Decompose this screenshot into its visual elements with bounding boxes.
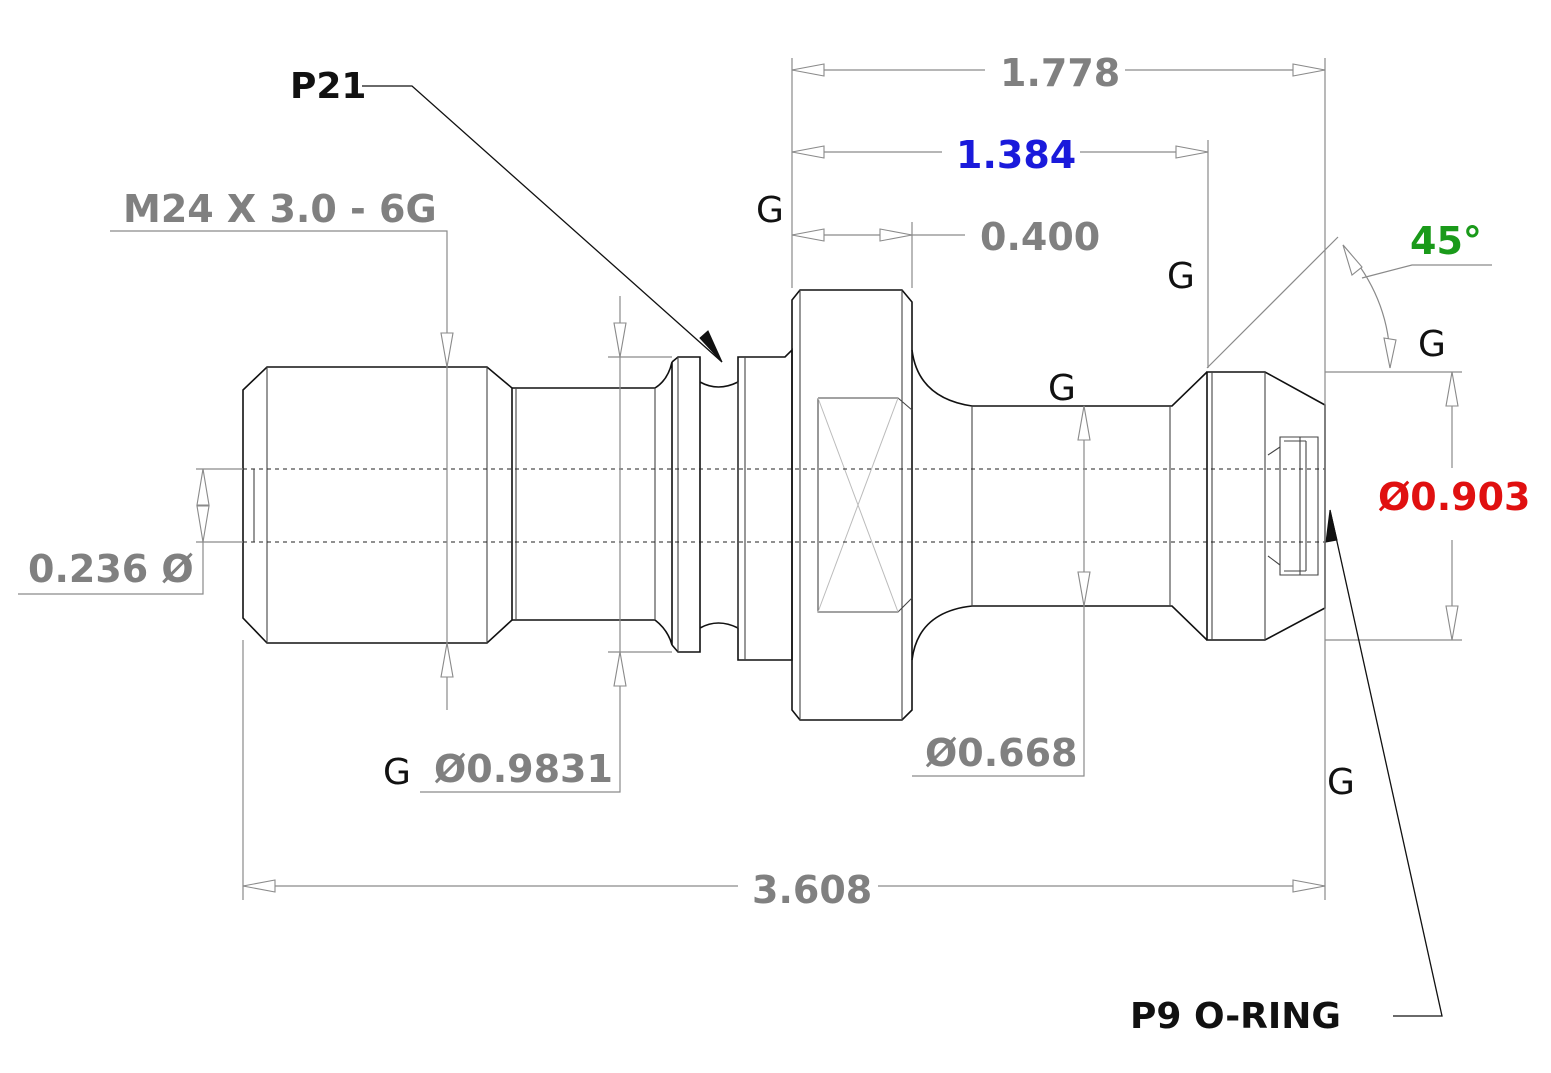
o-ring-pocket [1267,436,1319,576]
dim-head: Ø0.903 [1378,475,1531,519]
dim-angle: 45° [1410,219,1482,263]
note-leaders [362,85,1443,1017]
neck [911,349,1208,661]
grade-mark-head: G [1167,256,1195,297]
hex-flange [791,289,913,721]
callout-thread: M24 X 3.0 - 6G [123,187,437,231]
dimension-geometry [18,58,1492,900]
hex-flat [817,397,913,613]
grade-mark-groove: G [383,752,411,793]
dim-1778: 1.778 [1000,51,1120,95]
retention-head [1206,371,1326,641]
part-outline [242,289,1326,721]
callout-p21: P21 [290,66,366,107]
thread-section [242,366,513,644]
grade-mark-neck: G [1048,368,1076,409]
dim-3608: 3.608 [752,868,872,912]
grade-mark-end: G [1327,762,1355,803]
dim-0400: 0.400 [980,215,1100,259]
labels: P21 M24 X 3.0 - 6G P9 O-RING 1.778 1.384… [28,51,1531,1037]
grade-mark-flange: G [756,190,784,231]
dim-neck: Ø0.668 [925,731,1078,775]
relief-body [512,361,673,646]
groove-lands [671,348,793,661]
callout-o-ring: P9 O-RING [1130,996,1341,1037]
dim-groove: Ø0.9831 [434,747,613,791]
dim-bore: 0.236 Ø [28,547,194,591]
dim-1384: 1.384 [956,133,1076,177]
grade-mark-head-right: G [1418,324,1446,365]
